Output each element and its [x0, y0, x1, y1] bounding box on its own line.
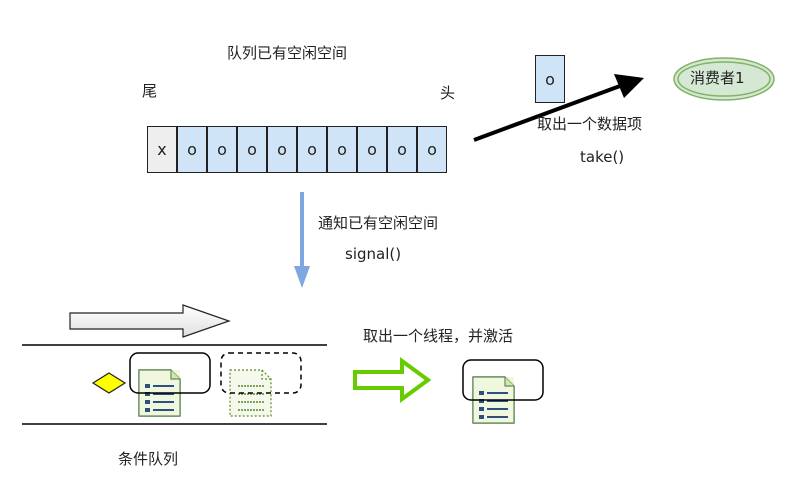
signal-arrow	[294, 192, 310, 288]
queue-cell: o	[327, 126, 357, 173]
take-text: 取出一个数据项	[537, 115, 643, 133]
queue-cell: o	[417, 126, 447, 173]
queue-cell: o	[267, 126, 297, 173]
activated-thread-box	[462, 359, 544, 401]
activate-arrow	[353, 357, 432, 403]
signal-call: signal()	[345, 245, 402, 263]
thread-box	[129, 352, 211, 394]
queue-title: 队列已有空闲空间	[227, 44, 348, 62]
queue-cell: o	[237, 126, 267, 173]
queue-cell: o	[357, 126, 387, 173]
direction-arrow	[69, 304, 231, 338]
consumer-node	[673, 57, 775, 101]
head-label: 头	[440, 84, 456, 102]
consumer-label: 消费者1	[690, 69, 745, 87]
take-call: take()	[580, 148, 625, 166]
queue-cell: o	[177, 126, 207, 173]
queue-cell: o	[207, 126, 237, 173]
queue-cell: o	[387, 126, 417, 173]
activate-text: 取出一个线程，并激活	[363, 327, 514, 345]
diamond-marker	[91, 372, 127, 394]
take-arrow	[473, 74, 644, 142]
queue-cell: o	[297, 126, 327, 173]
tail-label: 尾	[142, 82, 158, 100]
queue-cell: x	[147, 126, 177, 173]
thread-box-dashed	[220, 352, 302, 394]
taken-item: o	[535, 55, 565, 103]
notify-text: 通知已有空闲空间	[318, 214, 439, 232]
condition-queue-label: 条件队列	[118, 450, 179, 468]
